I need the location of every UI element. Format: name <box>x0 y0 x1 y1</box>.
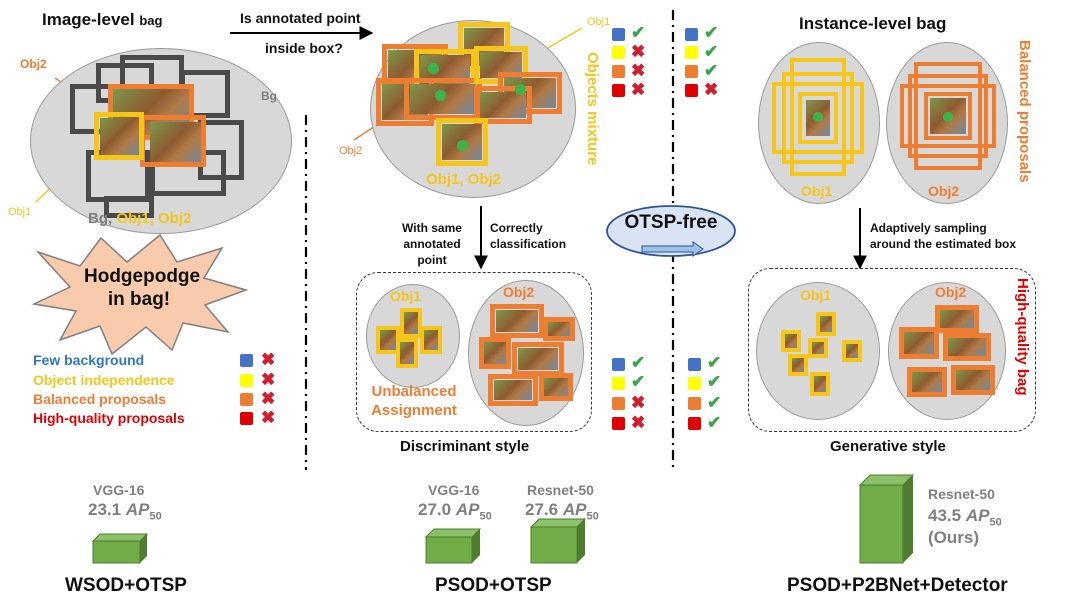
check-icon: ✔ <box>707 413 722 432</box>
ours-note: (Ours) <box>928 528 979 547</box>
hodgepodge-text: Hodgepodge in bag! <box>84 266 201 310</box>
cross-icon: ✖ <box>631 42 646 61</box>
check-icon: ✔ <box>704 23 719 42</box>
gen-obj2-label: Obj2 <box>935 284 967 300</box>
cube-wsod <box>91 533 149 564</box>
check-icon: ✔ <box>631 372 646 391</box>
otsp-free-arrow <box>641 241 704 257</box>
legend-object-independence: Object independence <box>33 372 175 388</box>
square-orange <box>240 393 253 406</box>
instance-obj1-label: Obj1 <box>801 183 833 199</box>
cross-icon: ✖ <box>261 389 276 408</box>
square-yellow <box>240 374 253 387</box>
cross-icon: ✖ <box>704 80 719 99</box>
annotated-point <box>515 84 526 95</box>
disc-obj1-label: Obj1 <box>390 288 422 304</box>
legend-high-quality-proposals: High-quality proposals <box>33 410 185 426</box>
obj2-label-mid: Obj2 <box>339 145 363 157</box>
cross-icon: ✖ <box>261 408 276 427</box>
check-icon: ✔ <box>707 353 722 372</box>
cube-psod-vgg <box>424 528 482 564</box>
cross-icon: ✖ <box>261 370 276 389</box>
obj1-label-left: Obj1 <box>8 206 32 218</box>
check-icon: ✔ <box>707 372 722 391</box>
annotated-point <box>813 112 823 122</box>
method-name: WSOD+OTSP <box>65 575 187 596</box>
score-label: 27.6 AP50 <box>525 500 599 523</box>
check-icon: ✔ <box>631 23 646 42</box>
backbone-label: Resnet-50 <box>527 482 594 498</box>
otsp-free-label: OTSP-free <box>624 212 718 233</box>
annotated-point <box>943 112 953 122</box>
disc-obj2-label: Obj2 <box>503 284 535 300</box>
backbone-label: VGG-16 <box>93 482 145 498</box>
cube-p2bnet <box>858 474 915 564</box>
same-point-label: With same annotated point <box>402 221 462 267</box>
annotated-point <box>435 90 446 101</box>
cross-icon: ✖ <box>631 80 646 99</box>
image-bag-contents: Bg, Obj1, Obj2 <box>88 210 192 227</box>
legend-few-background: Few background <box>33 352 145 368</box>
discriminant-box <box>356 272 592 432</box>
check-icon: ✔ <box>631 353 646 372</box>
score-label: 23.1 AP50 <box>88 500 162 523</box>
correct-classification-label: Correctly classification <box>490 221 567 251</box>
obj1-label-mid: Obj1 <box>587 16 611 28</box>
annotated-point <box>428 63 439 74</box>
unbalanced-assignment-label: Unbalanced Assignment <box>371 383 457 419</box>
gen-obj1-label: Obj1 <box>800 287 832 303</box>
generative-box <box>748 268 1036 432</box>
backbone-label: Resnet-50 <box>928 486 995 502</box>
legend-balanced-proposals: Balanced proposals <box>33 391 167 407</box>
instance-obj2-label: Obj2 <box>928 183 960 199</box>
instance-level-bag-title: Instance-level bag <box>799 14 947 33</box>
adaptive-sampling-label: Adaptively sampling around the estimated… <box>870 221 1017 251</box>
cube-psod-resnet <box>529 518 587 564</box>
check-icon: ✔ <box>704 61 719 80</box>
arrow-question-line2: inside box? <box>265 40 343 56</box>
image-level-bag-title: Image-level bag <box>42 10 163 29</box>
square-red <box>240 412 253 425</box>
mixture-objects-label: Obj1, Obj2 <box>426 171 502 188</box>
bg-label: Bg <box>261 89 277 103</box>
square-blue <box>240 354 253 367</box>
high-quality-bag-label: High-quality bag <box>1014 278 1031 396</box>
score-label: 43.5 AP50 <box>928 506 1002 529</box>
obj2-label-left: Obj2 <box>20 57 47 71</box>
cross-icon: ✖ <box>631 413 646 432</box>
backbone-label: VGG-16 <box>428 482 480 498</box>
cross-icon: ✖ <box>631 61 646 80</box>
check-icon: ✔ <box>707 393 722 412</box>
cross-icon: ✖ <box>261 350 276 369</box>
method-name: PSOD+OTSP <box>435 575 552 596</box>
method-name: PSOD+P2BNet+Detector <box>787 575 1008 596</box>
otsp-free-ellipse <box>606 205 736 257</box>
balanced-proposals-label: Balanced proposals <box>1016 40 1033 183</box>
generative-style-label: Generative style <box>830 438 946 455</box>
cross-icon: ✖ <box>631 393 646 412</box>
annotated-point <box>457 140 468 151</box>
check-icon: ✔ <box>704 42 719 61</box>
objects-mixture-label: Objects mixture <box>584 52 601 166</box>
discriminant-style-label: Discriminant style <box>400 438 530 455</box>
hodgepodge-burst <box>31 233 249 356</box>
arrow-question-line1: Is annotated point <box>240 10 361 26</box>
score-label: 27.0 AP50 <box>418 500 492 523</box>
